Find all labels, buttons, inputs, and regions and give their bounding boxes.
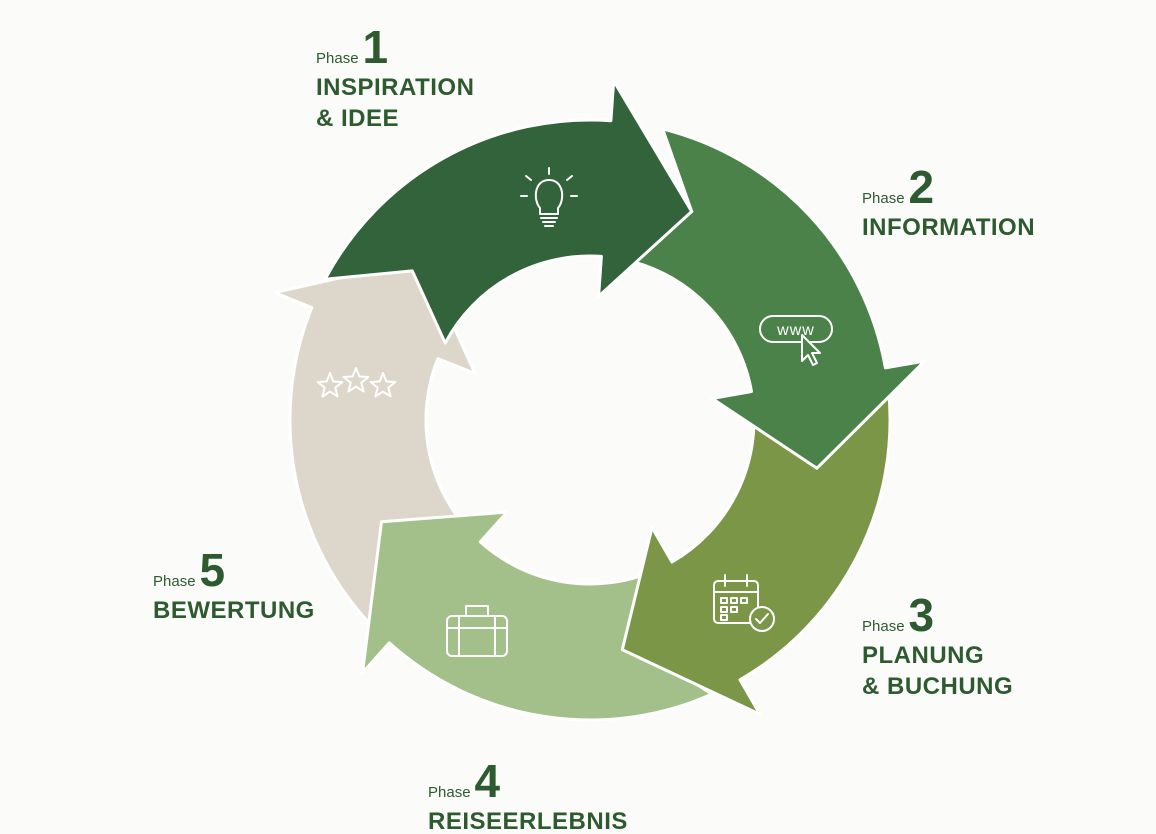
- phase-2-label: Phase 2 INFORMATION: [862, 164, 1035, 243]
- star-icon: [369, 372, 397, 398]
- phase-5-title-line-1: BEWERTUNG: [153, 597, 315, 624]
- phase-2-number: 2: [908, 161, 935, 213]
- phase-4-number: 4: [474, 755, 501, 807]
- phase-4-word: Phase: [428, 784, 471, 801]
- phase-2-arrow-segment: [628, 127, 927, 470]
- phase-4-label: Phase 4 REISEERLEBNIS: [428, 758, 628, 834]
- phase-1-title-line-1: INSPIRATION: [316, 74, 475, 101]
- phase-1-label: Phase 1 INSPIRATION & IDEE: [316, 24, 474, 134]
- www-text: www: [776, 322, 815, 339]
- phase-3-title-line-1: PLANUNG: [862, 642, 985, 669]
- phase-1-title-line-2: & IDEE: [316, 105, 400, 132]
- star-icon: [316, 372, 344, 398]
- suitcase-icon: [446, 605, 508, 657]
- phase-2-title-line-1: INFORMATION: [862, 214, 1036, 241]
- star-icon: [342, 367, 370, 393]
- phase-3-word: Phase: [862, 618, 905, 635]
- phase-3-number: 3: [908, 589, 935, 641]
- phase-4-arrow-segment: [361, 510, 714, 722]
- phase-1-number: 1: [362, 21, 389, 73]
- www-cursor-icon: www: [759, 315, 833, 366]
- lightbulb-icon: [520, 167, 578, 227]
- calendar-check-icon: [713, 574, 775, 632]
- phase-3-label: Phase 3 PLANUNG & BUCHUNG: [862, 592, 1013, 702]
- phase-4-title-line-1: REISEERLEBNIS: [428, 808, 628, 834]
- phase-1-word: Phase: [316, 50, 359, 67]
- phase-5-label: Phase 5 BEWERTUNG: [153, 547, 315, 626]
- phase-1-arrow-segment: [323, 79, 694, 345]
- phase-5-number: 5: [199, 544, 226, 596]
- phase-3-arrow-segment: [620, 387, 892, 716]
- stars-icon: [316, 367, 397, 398]
- phase-2-word: Phase: [862, 190, 905, 207]
- phase-3-title-line-2: & BUCHUNG: [862, 673, 1014, 700]
- phase-5-word: Phase: [153, 573, 196, 590]
